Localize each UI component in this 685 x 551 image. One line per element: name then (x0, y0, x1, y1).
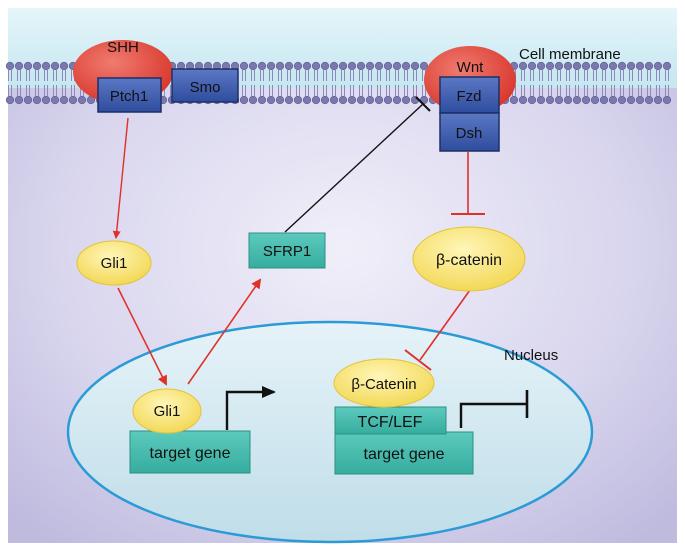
target-gene-left-label: target gene (150, 445, 231, 462)
ptch1-receptor (97, 77, 162, 113)
target-gene-left-box (129, 430, 251, 474)
gli1-to-nucleus-arrow (117, 287, 167, 386)
left-transcription-arrow (225, 386, 276, 430)
sfrp1-inhibition-bar (415, 96, 431, 112)
gli1-to-sfrp1-arrow (187, 278, 262, 385)
gli1-cytoplasm (76, 240, 152, 286)
right-transcription-inhibited-arrow (459, 402, 527, 428)
sfrp1-inhibits-fzd-line (284, 103, 424, 233)
beta-catenin-inhibition-bar (404, 349, 432, 371)
sfrp1-label: SFRP1 (263, 243, 311, 260)
nucleus-label: Nucleus (504, 347, 558, 364)
beta-catenin-nucleus (333, 358, 435, 408)
beta-catenin-cytoplasm (412, 226, 526, 292)
wnt-label: Wnt (457, 59, 485, 76)
tcf-lef-label: TCF/LEF (358, 414, 423, 431)
smo-label: Smo (190, 79, 221, 96)
shh-label: SHH (107, 39, 139, 56)
beta-catenin-to-nucleus-line (419, 289, 471, 361)
cell-membrane-label: Cell membrane (519, 46, 621, 63)
ptch1-label: Ptch1 (110, 88, 148, 105)
target-gene-right-label: target gene (364, 446, 445, 463)
beta-catenin-nucleus-label: β-Catenin (351, 376, 416, 393)
smo-receptor (171, 68, 239, 103)
gli1-nucleus (132, 388, 202, 434)
gli1-nucleus-label: Gli1 (154, 403, 181, 420)
beta-catenin-cytoplasm-label: β-catenin (436, 252, 502, 269)
dsh-label: Dsh (456, 125, 483, 142)
nucleus-envelope (66, 320, 594, 544)
gli1-cytoplasm-label: Gli1 (101, 255, 128, 272)
fzd-label: Fzd (456, 88, 481, 105)
dsh-protein (439, 112, 500, 152)
sfrp1-protein (248, 232, 326, 269)
tcf-lef-box (334, 406, 447, 435)
fzd-receptor (439, 76, 500, 114)
ptch1-to-gli1-arrow (112, 117, 129, 239)
